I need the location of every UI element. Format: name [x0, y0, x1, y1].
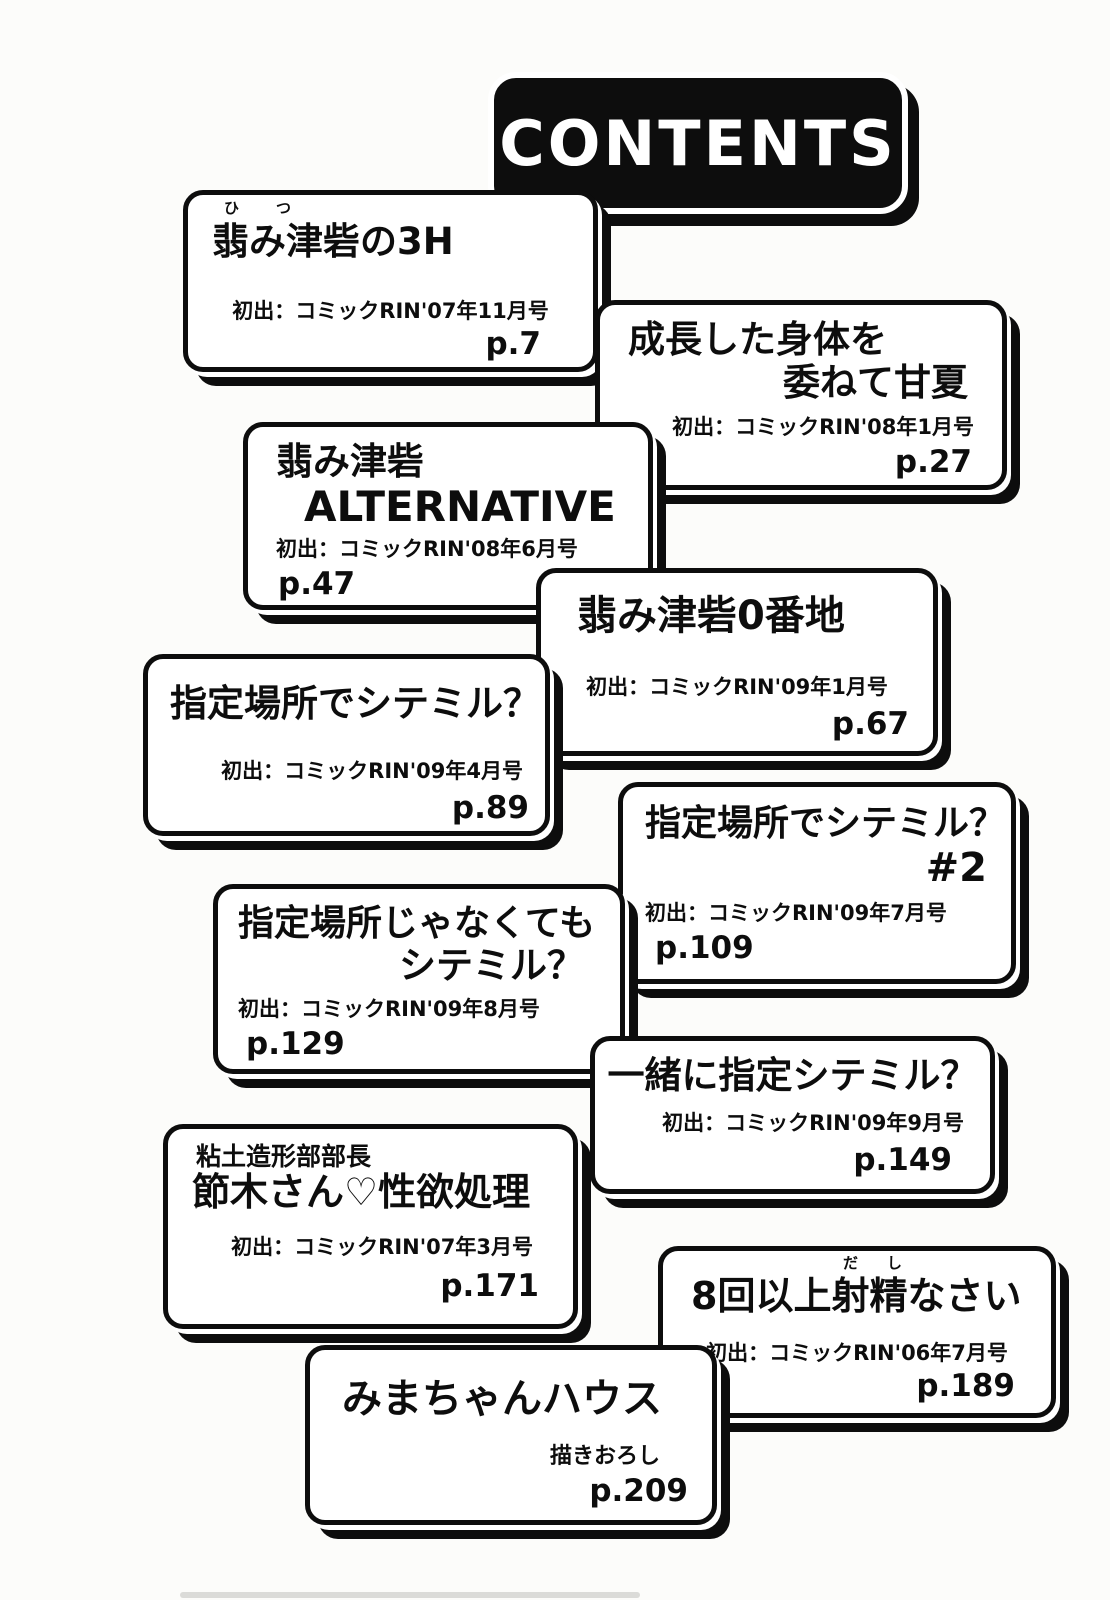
page-number: p.7 [485, 326, 541, 362]
source-note: 初出：コミックRIN'06年7月号 [706, 1341, 1008, 1365]
chapter-title: 翡み津砦の3H [212, 220, 454, 263]
chapter-title-line2: #2 [925, 845, 987, 891]
toc-card: 一緒に指定シテミル？ 初出：コミックRIN'09年9月号 p.149 [590, 1036, 995, 1194]
chapter-title: 一緒に指定シテミル？ [607, 1054, 978, 1097]
source-note: 初出：コミックRIN'09年8月号 [238, 997, 540, 1021]
page-number: p.189 [916, 1368, 1015, 1404]
toc-card: だ し 8回以上射精なさい 初出：コミックRIN'06年7月号 p.189 [658, 1246, 1056, 1418]
source-note: 描きおろし [549, 1444, 660, 1469]
chapter-title: みまちゃんハウス [342, 1376, 662, 1422]
toc-card: みまちゃんハウス 描きおろし p.209 [305, 1345, 717, 1525]
chapter-title: 指定場所じゃなくても [238, 903, 596, 944]
chapter-title: 翡み津砦 [276, 440, 424, 483]
source-note: 初出：コミックRIN'09年4月号 [221, 759, 523, 783]
toc-card: 指定場所でシテミル？ #2 初出：コミックRIN'09年7月号 p.109 [618, 782, 1016, 984]
source-note: 初出：コミックRIN'09年9月号 [662, 1111, 964, 1135]
page-number: p.149 [853, 1142, 952, 1178]
page-number: p.109 [655, 930, 754, 966]
chapter-title: 指定場所でシテミル？ [645, 803, 1006, 844]
toc-card: 翡み津砦0番地 初出：コミックRIN'09年1月号 p.67 [536, 568, 938, 756]
source-note: 初出：コミックRIN'07年11月号 [232, 299, 549, 323]
page-number: p.209 [589, 1473, 688, 1509]
chapter-title-line2: ALTERNATIVE [304, 482, 616, 531]
chapter-title: 指定場所でシテミル？ [170, 682, 540, 725]
chapter-title-line2: 委ねて甘夏 [783, 361, 968, 404]
source-note: 初出：コミックRIN'09年1月号 [586, 675, 888, 699]
toc-card: 指定場所でシテミル？ 初出：コミックRIN'09年4月号 p.89 [143, 654, 550, 836]
chapter-title: 8回以上射精なさい [691, 1274, 1022, 1318]
source-note: 初出：コミックRIN'07年3月号 [231, 1235, 533, 1259]
chapter-subtitle: 粘土造形部部長 [196, 1142, 372, 1171]
page-number: p.89 [451, 790, 529, 826]
toc-card: 粘土造形部部長 節木さん♡性欲処理 初出：コミックRIN'07年3月号 p.17… [163, 1124, 578, 1329]
furigana: し [887, 1254, 903, 1272]
page-number: p.67 [831, 706, 909, 742]
page-number: p.171 [440, 1268, 539, 1304]
toc-card: 成長した身体を 委ねて甘夏 初出：コミックRIN'08年1月号 p.27 [595, 300, 1007, 490]
scan-artifact [180, 1592, 640, 1598]
toc-card: ひ つ 翡み津砦の3H 初出：コミックRIN'07年11月号 p.7 [183, 190, 598, 372]
source-note: 初出：コミックRIN'09年7月号 [645, 901, 947, 925]
chapter-title: 翡み津砦0番地 [577, 593, 845, 639]
page-number: p.129 [246, 1026, 345, 1062]
page-number: p.47 [278, 566, 356, 602]
chapter-title: 節木さん♡性欲処理 [192, 1170, 531, 1214]
furigana: つ [276, 199, 292, 217]
furigana: ひ [224, 199, 240, 217]
toc-header-title: CONTENTS [499, 106, 897, 180]
page-number: p.27 [894, 444, 972, 480]
source-note: 初出：コミックRIN'08年1月号 [672, 415, 974, 439]
source-note: 初出：コミックRIN'08年6月号 [276, 537, 578, 561]
chapter-title-line2: シテミル？ [399, 944, 584, 987]
chapter-title: 成長した身体を [628, 318, 887, 361]
furigana: だ [843, 1254, 859, 1272]
toc-card: 指定場所じゃなくても シテミル？ 初出：コミックRIN'09年8月号 p.129 [213, 884, 625, 1074]
